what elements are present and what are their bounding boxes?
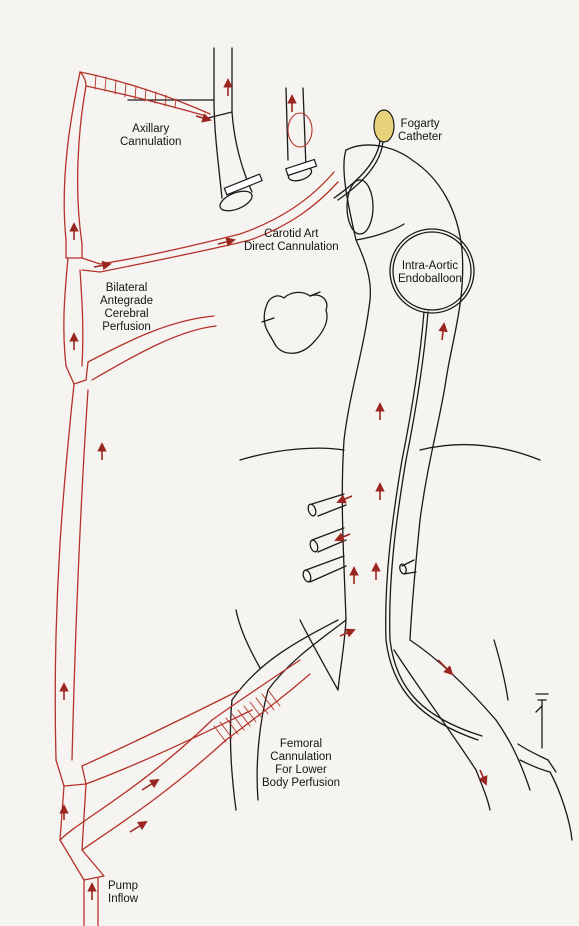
pump-inflow-connector	[60, 784, 104, 926]
diaphragm-right	[420, 445, 540, 460]
cerebral-perfusion-line	[55, 72, 338, 786]
fogarty-wire	[334, 140, 380, 198]
clamp-icon	[224, 160, 316, 195]
femoral-sheath-right	[518, 694, 572, 840]
heart-icon	[262, 292, 327, 353]
endoballoon	[386, 229, 482, 740]
fogarty-balloon	[374, 110, 394, 142]
aorta	[338, 145, 463, 690]
axillary-cannula	[80, 72, 210, 116]
diaphragm-left	[240, 448, 344, 460]
